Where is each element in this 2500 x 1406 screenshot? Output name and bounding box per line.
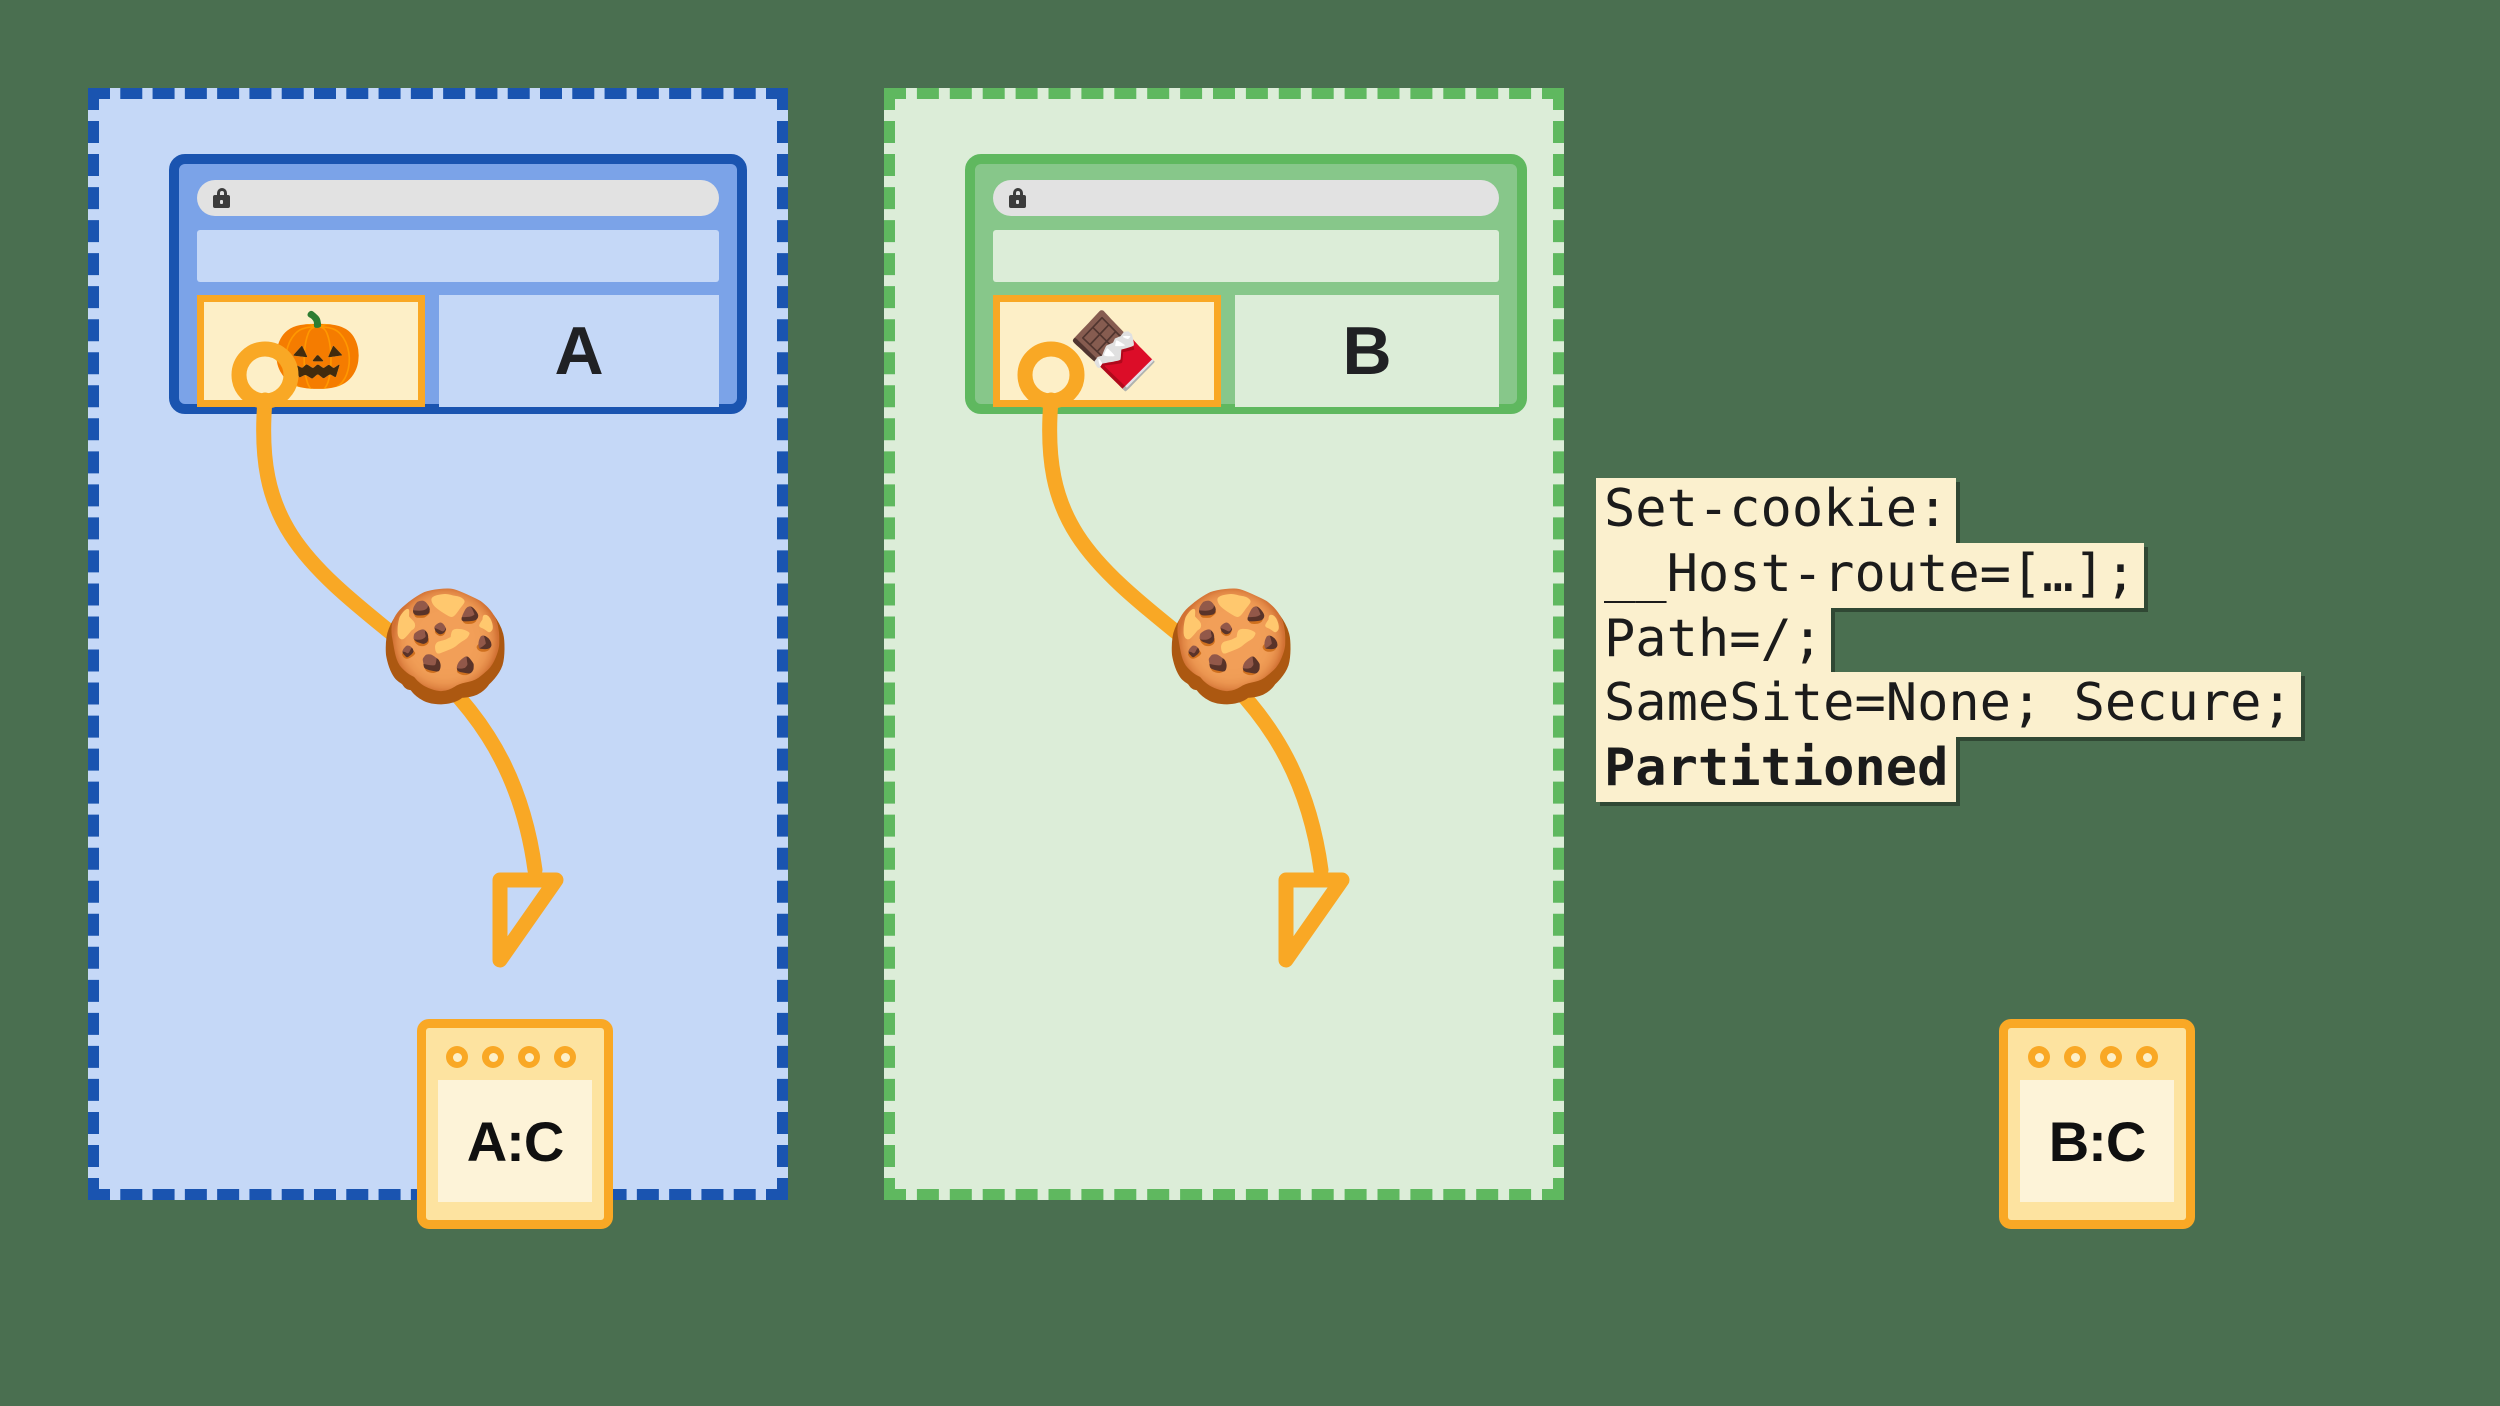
- page-header-strip-a: [197, 230, 719, 282]
- code-line: Path=/;: [1596, 607, 1832, 673]
- cookie-storage-box-a: A:C: [417, 1019, 613, 1229]
- page-header-strip-b: [993, 230, 1499, 282]
- storage-dot-icon: [2064, 1046, 2086, 1068]
- browser-window-b: 🍫 B: [965, 154, 1527, 414]
- lock-icon: [1009, 188, 1026, 208]
- cookie-icon: 🍪: [378, 585, 513, 706]
- jack-o-lantern-icon: 🎃: [271, 309, 365, 392]
- storage-dot-icon: [482, 1046, 504, 1068]
- storage-partition-key-b: B:C: [2048, 1109, 2147, 1173]
- storage-dot-icon: [518, 1046, 540, 1068]
- storage-dot-icon: [446, 1046, 468, 1068]
- page-content-row-b: 🍫 B: [993, 295, 1499, 407]
- cookie-storage-box-b: B:C: [1999, 1019, 2195, 1229]
- site-content-panel-a: A: [439, 295, 719, 407]
- storage-dot-icon: [2100, 1046, 2122, 1068]
- storage-box-screen-a: A:C: [438, 1080, 592, 1202]
- site-content-panel-b: B: [1235, 295, 1499, 407]
- embedded-ad-frame-a[interactable]: 🎃: [197, 295, 425, 407]
- page-content-row-a: 🎃 A: [197, 295, 719, 407]
- storage-box-screen-b: B:C: [2020, 1080, 2174, 1202]
- chocolate-bar-icon: 🍫: [1067, 309, 1161, 392]
- embedded-ad-frame-b[interactable]: 🍫: [993, 295, 1221, 407]
- storage-dot-icon: [2028, 1046, 2050, 1068]
- address-bar-b[interactable]: [993, 180, 1499, 216]
- site-letter-a: A: [554, 313, 604, 389]
- lock-icon: [213, 188, 230, 208]
- code-line: __Host-route=[…];: [1596, 542, 2145, 608]
- code-line-partitioned: Partitioned: [1596, 737, 1957, 802]
- storage-box-dots-a: [438, 1040, 592, 1068]
- storage-dot-icon: [554, 1046, 576, 1068]
- address-bar-a[interactable]: [197, 180, 719, 216]
- browser-window-a: 🎃 A: [169, 154, 747, 414]
- set-cookie-header-snippet: Set-cookie: __Host-route=[…]; Path=/; Sa…: [1596, 478, 2301, 802]
- storage-box-dots-b: [2020, 1040, 2174, 1068]
- site-letter-b: B: [1342, 313, 1392, 389]
- storage-partition-key-a: A:C: [466, 1109, 565, 1173]
- storage-dot-icon: [2136, 1046, 2158, 1068]
- code-line: Set-cookie:: [1596, 478, 1957, 543]
- cookie-icon: 🍪: [1164, 585, 1299, 706]
- code-line: SameSite=None; Secure;: [1596, 672, 2301, 737]
